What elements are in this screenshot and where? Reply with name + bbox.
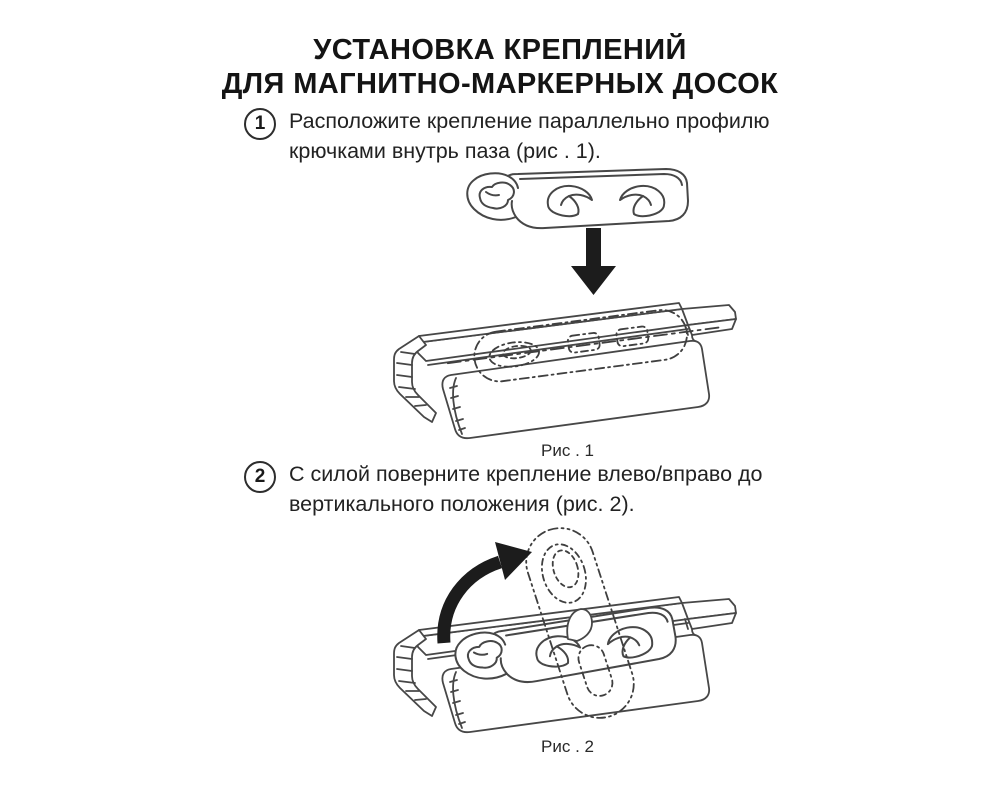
- rotation-arrow-icon: [437, 542, 532, 644]
- step-1-text: Расположите крепление параллельно профил…: [289, 109, 770, 163]
- step-1: 1 Расположите крепление параллельно проф…: [244, 107, 774, 166]
- figure-2-assembly-drawing: [393, 527, 737, 734]
- step-2-number-badge: 2: [244, 461, 276, 493]
- step-2: 2 С силой поверните крепление влево/впра…: [244, 460, 774, 519]
- step-2-number: 2: [254, 466, 266, 487]
- phantom-rotated-clip-outline: [525, 527, 635, 719]
- figure-2-caption: Рис . 2: [541, 737, 594, 756]
- page-title-line-2: ДЛЯ МАГНИТНО-МАРКЕРНЫХ ДОСОК: [221, 68, 779, 101]
- figure-1-caption: Рис . 1: [541, 441, 594, 460]
- phantom-clip-outline: [446, 309, 721, 383]
- figure-1-profile-drawing: [393, 302, 737, 440]
- down-arrow-icon: [571, 228, 616, 295]
- page-title: УСТАНОВКА КРЕПЛЕНИЙ ДЛЯ МАГНИТНО-МАРКЕРН…: [0, 33, 1000, 101]
- step-2-text: С силой поверните крепление влево/вправо…: [289, 462, 763, 516]
- figure-1-clip-drawing: [466, 168, 689, 230]
- step-1-number: 1: [254, 113, 266, 134]
- page-title-line-1: УСТАНОВКА КРЕПЛЕНИЙ: [313, 34, 687, 66]
- step-1-number-badge: 1: [244, 108, 276, 140]
